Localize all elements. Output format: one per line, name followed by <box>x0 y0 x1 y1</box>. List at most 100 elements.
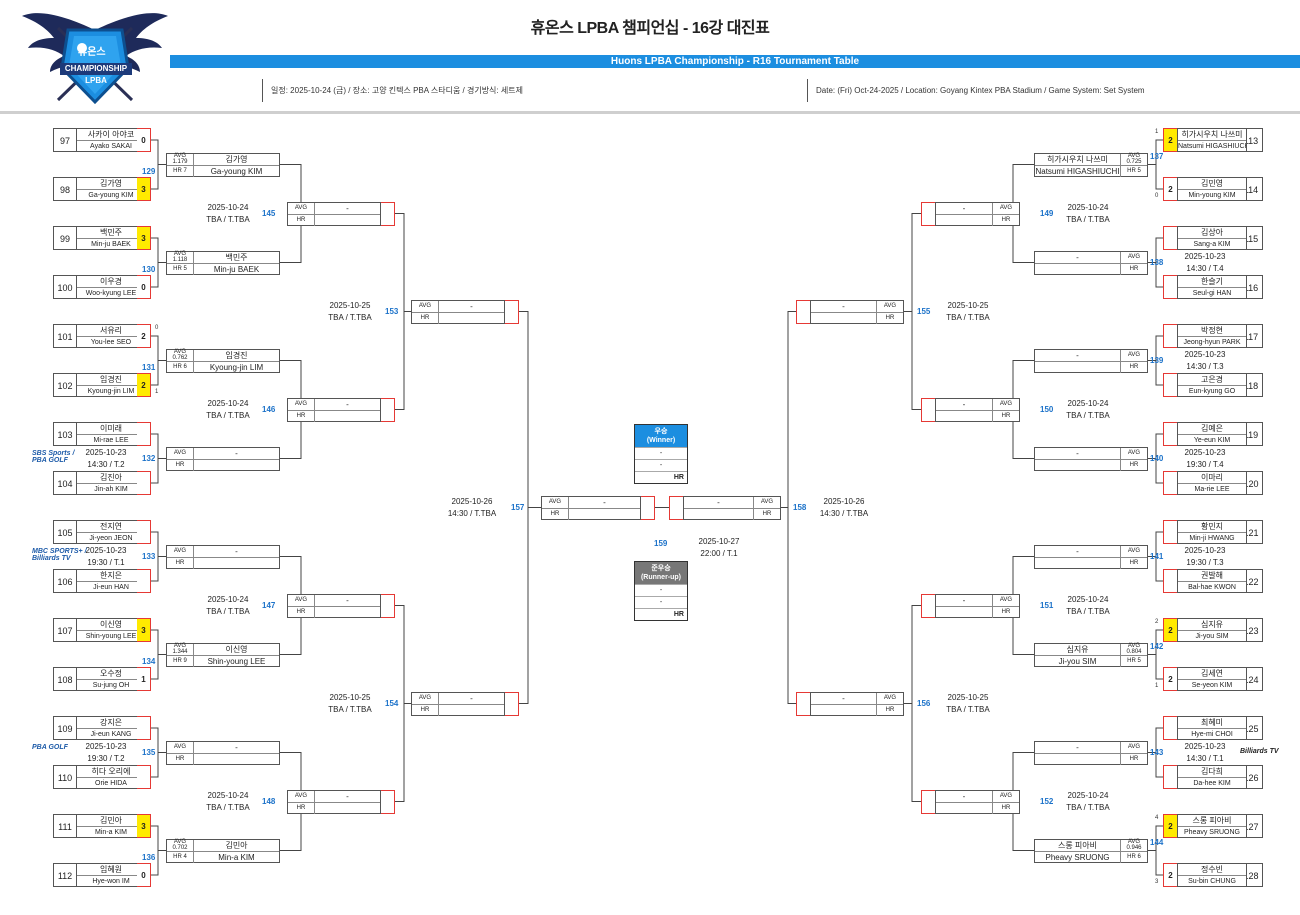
round-of-32-result[interactable]: AVG-HR <box>1034 446 1148 471</box>
result-name-empty <box>569 509 640 520</box>
semifinal-result[interactable]: AVG-HR <box>541 495 641 520</box>
round-of-16-result[interactable]: AVG-HR <box>935 201 1020 226</box>
card-title-korean: 우승 <box>654 428 668 435</box>
quarterfinal-result[interactable]: AVG-HR <box>810 299 904 324</box>
event-info-english: Date: (Fri) Oct-24-2025 / Location: Goya… <box>807 79 1296 102</box>
match-time-table: 14:30 / T.1 <box>1186 753 1224 763</box>
high-run-cell: HR <box>992 802 1019 814</box>
result-row-bottom: HR <box>288 606 380 618</box>
player-name-english: Jin-ah KIM <box>94 486 128 493</box>
quarterfinal-result[interactable]: AVG-HR <box>411 691 505 716</box>
round-of-32-result[interactable]: AVG-HR <box>1034 250 1148 275</box>
high-run-cell: HR <box>1120 753 1147 765</box>
average-cell: AVG <box>1120 349 1147 361</box>
match-date: 2025-10-23 <box>1184 447 1226 457</box>
round-of-16-result[interactable]: AVG-HR <box>935 397 1020 422</box>
player-name-korean: 박정현 <box>1178 325 1246 337</box>
round-of-16-result[interactable]: AVG-HR <box>287 789 381 814</box>
player-seed-number: 111 <box>53 814 76 838</box>
high-run-cell: HR <box>542 508 569 520</box>
high-run-cell: HR <box>1120 361 1147 373</box>
average-cell: AVG <box>288 398 315 410</box>
player-name-korean: 사카이 아야코 <box>77 129 145 141</box>
round-of-32-result[interactable]: AVG-HR <box>166 446 280 471</box>
round-of-32-result[interactable]: AVG-HR <box>166 740 280 765</box>
semifinal-result[interactable]: AVG-HR <box>683 495 781 520</box>
result-row-top: AVG- <box>288 594 380 607</box>
player-score: 3 <box>137 226 151 250</box>
average-cell: AVG <box>1120 741 1147 753</box>
round-of-32-result[interactable]: AVG-HR <box>1034 740 1148 765</box>
match-number: 144 <box>1150 837 1164 847</box>
match-number: 149 <box>1040 208 1054 218</box>
result-name-empty <box>936 215 992 226</box>
quarterfinal-result[interactable]: AVG-HR <box>411 299 505 324</box>
result-row-bottom: HR <box>936 410 1019 422</box>
round-of-16-result[interactable]: AVG-HR <box>935 593 1020 618</box>
quarterfinal-result[interactable]: AVG-HR <box>810 691 904 716</box>
match-number: 132 <box>142 453 156 463</box>
player-score: 2 <box>1163 814 1177 838</box>
round-of-16-result[interactable]: AVG-HR <box>287 201 381 226</box>
round-of-16-result[interactable]: AVG-HR <box>935 789 1020 814</box>
round-of-16-result[interactable]: AVG-HR <box>287 397 381 422</box>
player-name-korean: 히가시우치 나쓰미 <box>1178 129 1246 141</box>
match-number: 153 <box>385 306 399 316</box>
match-date: 2025-10-25 <box>947 300 989 310</box>
result-name-english <box>1035 264 1120 275</box>
result-row-bottom: HR <box>167 753 279 765</box>
match-score-slot <box>921 789 935 814</box>
round-of-16-result[interactable]: AVG-HR <box>287 593 381 618</box>
round-of-32-result[interactable]: AVG-HR <box>1034 348 1148 373</box>
round-of-32-result[interactable]: AVG-HR <box>1034 544 1148 569</box>
round-of-32-result[interactable]: AVG-HR <box>166 544 280 569</box>
player-name-english: Jeong-hyun PARK <box>1183 339 1241 346</box>
player-name-korean: 한슬기 <box>1178 276 1246 288</box>
player-name-korean: 서유리 <box>77 325 145 337</box>
match-time-table: TBA / T.TBA <box>1066 606 1110 616</box>
match-date: 2025-10-24 <box>207 594 249 604</box>
player-name-box[interactable]: 박정현 Jeong-hyun PARK <box>1177 324 1247 348</box>
